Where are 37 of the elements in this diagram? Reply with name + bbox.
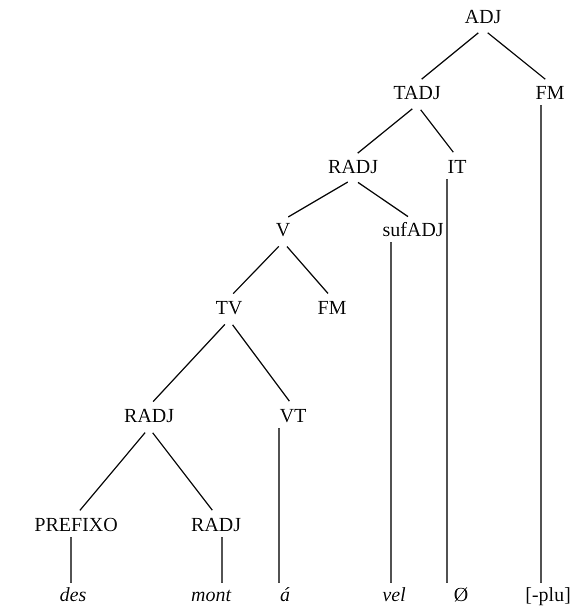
tree-branch-line [420,109,454,153]
tree-branch-line [357,108,413,154]
tree-branch-line [286,246,329,294]
tree-branch-line [152,432,213,511]
category-label: V [276,219,290,241]
tree-branch-line [232,246,280,294]
morpheme: mont [191,584,231,606]
category-label: VT [280,405,306,427]
category-label: TADJ [393,82,441,104]
category-label: FM [536,82,564,104]
category-label: RADJ [124,405,174,427]
tree-branch-line [487,32,546,80]
tree-branch-line [288,181,348,218]
tree-branch-line [232,324,290,402]
category-label: ADJ [464,6,502,28]
category-label: IT [448,156,466,178]
tree-branch-line [70,537,72,583]
tree-branch-line [221,537,223,583]
tree-branch-line [446,179,448,583]
tree-branch-line [358,182,408,218]
tree-branch-line [540,105,542,583]
morpheme: [-plu] [525,584,571,606]
tree-branch-line [421,32,479,80]
morpheme: des [60,584,86,606]
category-label: FM [318,297,346,319]
category-label: RADJ [328,156,378,178]
category-label: TV [216,297,242,319]
category-label: RADJ [191,514,241,536]
tree-branch-line [390,242,392,583]
category-label: sufADJ [382,219,444,241]
morpheme: Ø [454,584,468,606]
morpheme: vel [382,584,406,606]
tree-branch-line [152,324,226,402]
morpheme: á [280,584,290,606]
category-label: PREFIXO [34,514,118,536]
tree-branch-line [79,432,146,511]
tree-branch-line [278,428,280,583]
